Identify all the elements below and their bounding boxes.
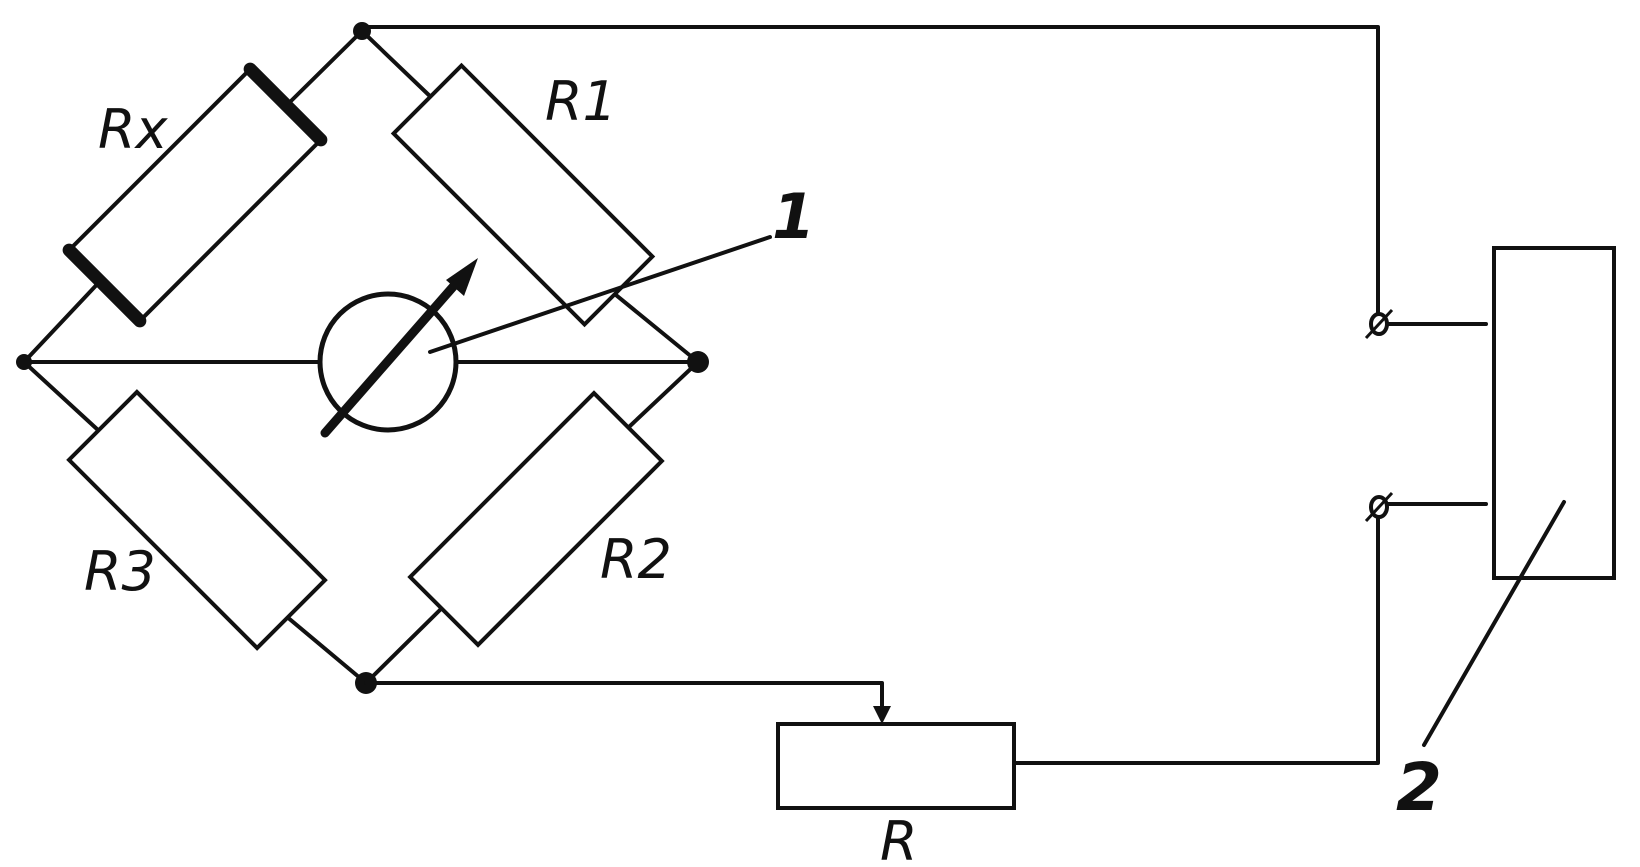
external-circuit-wires (360, 25, 1488, 765)
callout-lines (428, 235, 1566, 747)
node-top (353, 22, 371, 40)
label-r1: R1 (545, 70, 617, 133)
label-r: R (880, 810, 918, 867)
label-rx: Rx (98, 98, 169, 161)
callout-label-2: 2 (1396, 749, 1442, 826)
resistor-r2 (407, 390, 665, 648)
node-left (16, 354, 32, 370)
resistor-r3 (66, 389, 328, 651)
resistor-rx (62, 62, 328, 328)
resistor-r1 (390, 62, 656, 328)
terminals (1364, 308, 1394, 523)
label-r3: R3 (84, 540, 156, 603)
power-supply-box (1492, 246, 1616, 580)
node-right (687, 351, 709, 373)
callout-label-1: 1 (772, 180, 815, 253)
galvanometer-icon (317, 258, 478, 438)
rheostat-r (776, 722, 1016, 810)
label-r2: R2 (600, 528, 672, 591)
